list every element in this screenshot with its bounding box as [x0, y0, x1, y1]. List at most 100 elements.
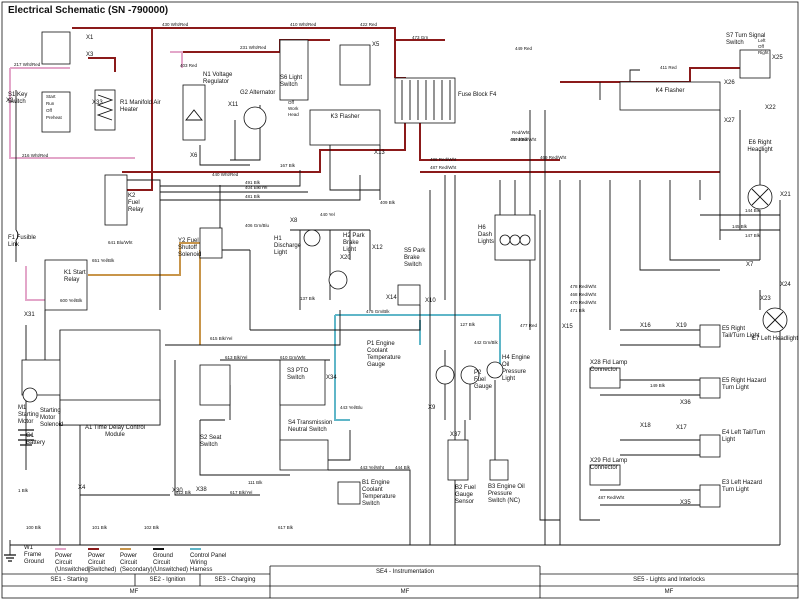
wire-label: 486 Red/Wht	[430, 157, 457, 162]
label-b2: B2 Fuel Gauge Sensor	[455, 485, 476, 505]
label-e4: E4 Left Tail/Turn Light	[722, 430, 766, 443]
b1-coolant-switch	[337, 481, 361, 505]
wire-label: 422 Red	[360, 22, 378, 27]
wire-label: 231 Wht/Red	[240, 45, 267, 50]
connector-x22: X22	[765, 105, 776, 111]
label-s6: S6 Light Switch	[280, 75, 303, 88]
n1-regulator	[182, 84, 206, 141]
x29-connector	[589, 464, 621, 486]
connector-x5: X5	[372, 42, 380, 48]
k2-fuel-relay	[104, 174, 128, 226]
h2-park-brake-light	[328, 270, 348, 290]
label-s7-off: Off	[758, 44, 764, 49]
wire-label: 127 Blk	[460, 322, 476, 327]
connector-x16: X16	[640, 323, 651, 329]
wire-label: 444 Blk	[395, 465, 411, 470]
connector-x35: X35	[680, 500, 691, 506]
label-x28: X28 Fld Lamp Connector	[590, 360, 628, 373]
wire-label: 468 Red/Wht	[570, 292, 597, 297]
legend-label-ground: Ground Circuit (Unswitched)	[153, 553, 189, 573]
wire-label: 473 Grn	[412, 35, 429, 40]
wire-label: 600 Yel/Blk	[60, 298, 83, 303]
k1-start-relay	[44, 259, 88, 311]
connector-x36: X36	[680, 400, 691, 406]
connector-x12: X12	[372, 245, 383, 251]
connector-x14: X14	[386, 295, 397, 301]
label-k3: K3 Flasher	[330, 114, 360, 120]
connector-x21: X21	[780, 192, 791, 198]
wire-label: 440 Yel	[320, 212, 335, 217]
wire-label: 145 Blk	[732, 224, 748, 229]
power-wires-secondary	[88, 242, 201, 345]
label-e3: E3 Left Hazard Turn Light	[722, 480, 763, 493]
label-e6: E6 Right Headlight	[747, 140, 773, 153]
page-title: Electrical Schematic (SN -790000)	[8, 5, 168, 16]
connector-x19: X19	[676, 323, 687, 329]
wire-label: 467 Red/Wht	[510, 137, 537, 142]
section-se2: SE2 - Ignition	[149, 577, 186, 583]
connector-x30: X30	[172, 488, 183, 494]
wire-label: 471 Blk	[570, 308, 586, 313]
label-a1: A1 Time Delay Control Module	[84, 425, 146, 438]
wire-label: 487 Red/Wht	[430, 165, 457, 170]
label-k4: K4 Flasher	[655, 88, 685, 94]
connector-x6: X6	[190, 153, 198, 159]
wire-label: 111 Blk	[248, 480, 263, 485]
s2-seat-switch	[199, 364, 231, 406]
footer-frame	[2, 565, 798, 598]
footer-left: MF	[129, 589, 139, 595]
s5-park-brake-switch	[397, 284, 421, 306]
section-se4: SE4 - Instrumentation	[375, 569, 435, 575]
e5-right-hazard	[699, 377, 721, 399]
wire-label: 487 Red/Wht	[598, 495, 625, 500]
s3-pto-switch	[279, 359, 326, 406]
label-w1: W1 Frame Ground	[24, 545, 45, 565]
connector-x1: X1	[86, 35, 94, 41]
label-s6-work: Work	[288, 106, 299, 111]
wire-label: 475 Gm/Blk	[366, 309, 390, 314]
section-se5: SE5 - Lights and Interlocks	[633, 577, 705, 583]
wire-label: 144 Blk	[745, 208, 761, 213]
wire-label: Red/Blk	[512, 137, 528, 142]
k3-flasher	[309, 109, 381, 146]
y2-solenoid	[199, 227, 223, 259]
label-s6-head: Head	[288, 112, 299, 117]
wire-label: 147 Blk	[745, 233, 761, 238]
wire-label: 1 Blk	[18, 488, 29, 493]
wire-label: 442 Grn/Blk	[474, 340, 498, 345]
g2-alternator	[243, 106, 267, 130]
wire-label: 102 Blk	[144, 525, 160, 530]
wire-label: 469 Red/Wht	[540, 155, 567, 160]
legend-label-secondary: Power Circuit (Secondary)	[120, 553, 153, 573]
connector-x31: X31	[24, 312, 35, 318]
footer-middle: MF	[400, 589, 410, 595]
wire-label: 641 Blu/Wht	[108, 240, 133, 245]
wire-label: 612 Blk	[176, 490, 192, 495]
label-s2: S2 Seat Switch	[200, 435, 222, 448]
label-k1: K1 Start Relay	[64, 270, 86, 283]
label-s1-pos-start: Start	[46, 94, 56, 99]
wire-label: 449 Red	[515, 46, 533, 51]
label-s1-pos-off: Off	[46, 108, 52, 113]
wire-label: 615 Blk/Yel	[210, 336, 233, 341]
connector-x27: X27	[724, 118, 735, 124]
wire-label: 613 Blk/Yel	[225, 355, 248, 360]
wire-label: 481 Blk	[245, 194, 261, 199]
wire-label: 478 Red/Wht	[570, 284, 597, 289]
label-r1: R1 Manifold Air Heater	[120, 100, 161, 113]
wire-label: 216 Wht/Red	[22, 153, 49, 158]
r1-heater	[94, 89, 116, 131]
s7-turn-switch	[739, 49, 771, 79]
label-h2: H2 Park Brake Light	[343, 233, 365, 253]
wire-label: 149 Blk	[650, 383, 666, 388]
legend-label-harness: Control Panel Wiring Harness	[190, 553, 227, 573]
p1-coolant-gauge	[435, 365, 455, 385]
label-s7-right: Right	[758, 50, 769, 55]
b2-fuel-sensor	[447, 439, 469, 481]
wire-label: 470 Red/Wht	[570, 300, 597, 305]
label-m1: M1 Starting Motor	[18, 405, 39, 425]
label-y2: Y2 Fuel Shutoff Solenoid	[178, 238, 202, 258]
